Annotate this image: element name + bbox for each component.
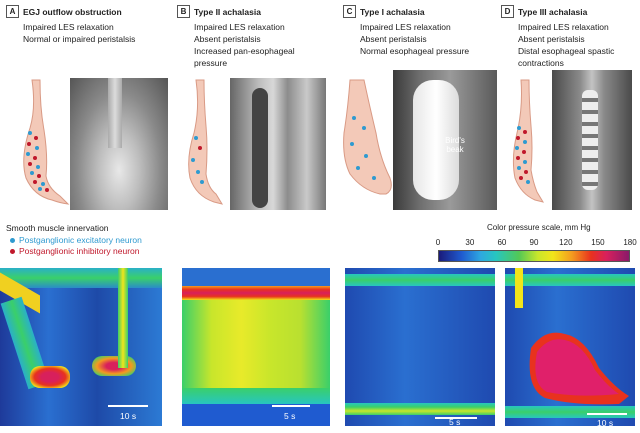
panel-c-time-scale: 5 s xyxy=(449,417,461,426)
panel-a-hrm-plot: 10 s xyxy=(0,268,162,426)
panel-b-line-2: Absent peristalsis xyxy=(194,34,261,44)
panel-c-esophagus-illustration xyxy=(343,79,392,195)
panel-d-hrm-plot: 10 s xyxy=(505,268,635,426)
panel-a-letter: A xyxy=(6,5,19,19)
panel-d-line-4: contractions xyxy=(518,58,564,68)
color-scale-title: Color pressure scale, mm Hg xyxy=(487,223,591,232)
panel-b-hrm-plot: 5 s xyxy=(182,268,330,426)
panel-b-line-3: Increased pan-esophageal xyxy=(194,46,295,56)
birds-beak-label: Bird's beak xyxy=(445,136,465,154)
legend-excitatory-label: Postganglionic excitatory neuron xyxy=(19,235,142,245)
panel-b-scalebar xyxy=(272,405,310,407)
panel-d-spastic-contraction xyxy=(529,332,629,405)
panel-b-xray-image xyxy=(230,78,326,210)
legend-title: Smooth muscle innervation xyxy=(6,223,109,233)
scale-tick: 60 xyxy=(497,238,507,247)
scale-tick: 150 xyxy=(591,238,605,247)
panel-b-esophagus-illustration xyxy=(188,79,224,205)
panel-b-title: Type II achalasia xyxy=(194,6,261,17)
legend-inhibitory-label: Postganglionic inhibitory neuron xyxy=(19,246,140,256)
excitatory-dot-icon xyxy=(10,238,15,244)
panel-b-line-4: pressure xyxy=(194,58,228,68)
panel-d-header: D Type III achalasia Impaired LES relaxat… xyxy=(501,3,614,69)
panel-c-title: Type I achalasia xyxy=(360,6,425,17)
panel-d-title: Type III achalasia xyxy=(518,6,588,17)
panel-a-esophagus-illustration xyxy=(23,79,70,205)
color-scale-bar xyxy=(438,250,630,262)
panel-a-title: EGJ outflow obstruction xyxy=(23,6,122,17)
inhibitory-dot-icon xyxy=(10,249,15,255)
panel-c-letter: C xyxy=(343,5,356,19)
panel-b-header: B Type II achalasia Impaired LES relaxati… xyxy=(177,3,295,69)
panel-a-time-scale: 10 s xyxy=(120,411,137,421)
panel-b-letter: B xyxy=(177,5,190,19)
scale-tick: 90 xyxy=(529,238,539,247)
panel-c-scalebar xyxy=(435,417,477,419)
panel-b-time-scale: 5 s xyxy=(284,411,296,421)
legend-excitatory: Postganglionic excitatory neuron xyxy=(10,235,142,245)
panel-d-letter: D xyxy=(501,5,514,19)
panel-a-neurons xyxy=(26,131,49,192)
panel-c-line-2: Absent peristalsis xyxy=(360,34,427,44)
panel-d-line-3: Distal esophageal spastic xyxy=(518,46,615,56)
panel-d-scalebar xyxy=(587,413,627,415)
panel-c-line-3: Normal esophageal pressure xyxy=(360,46,470,56)
panel-a-line-2: Normal or impaired peristalsis xyxy=(23,34,136,44)
scale-tick: 120 xyxy=(559,238,573,247)
panel-b-line-1: Impaired LES relaxation xyxy=(194,22,285,32)
panel-c-line-1: Impaired LES relaxation xyxy=(360,22,451,32)
scale-tick: 180 xyxy=(623,238,637,247)
panel-a-line-1: Impaired LES relaxation xyxy=(23,22,114,32)
scale-tick: 0 xyxy=(435,238,441,247)
panel-a-scalebar xyxy=(108,405,148,407)
panel-d-neurons xyxy=(515,126,530,184)
panel-d-time-scale: 10 s xyxy=(597,418,614,426)
panel-d-esophagus-illustration xyxy=(512,79,545,203)
color-scale-ticks: 0 30 60 90 120 150 180 xyxy=(435,238,637,248)
legend-inhibitory: Postganglionic inhibitory neuron xyxy=(10,246,140,256)
panel-c-xray-image: Bird's beak xyxy=(393,70,497,210)
scale-tick: 30 xyxy=(465,238,475,247)
panel-c-hrm-plot: 5 s xyxy=(345,268,495,426)
panel-d-line-1: Impaired LES relaxation xyxy=(518,22,609,32)
panel-c-header: C Type I achalasia Impaired LES relaxatio… xyxy=(343,3,469,57)
panel-d-xray-image xyxy=(552,70,632,210)
panel-a-xray-image xyxy=(70,78,168,210)
panel-d-line-2: Absent peristalsis xyxy=(518,34,585,44)
panel-a-header: A EGJ outflow obstruction Impaired LES re… xyxy=(6,3,135,45)
